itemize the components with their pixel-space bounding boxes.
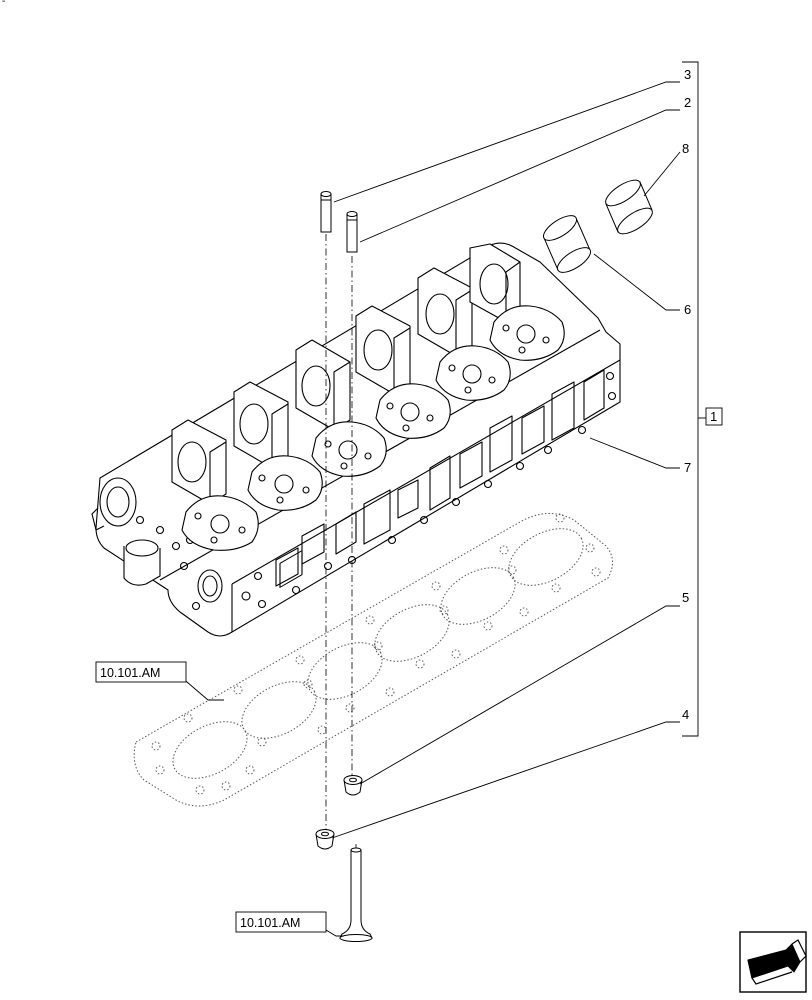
ref-label-valve: 10.101.AM [240,916,300,930]
callout-7: 7 [684,460,691,475]
valve-seat-insert-8 [605,179,653,235]
valve-guide-3 [320,191,332,233]
callout-4: 4 [682,707,689,722]
assembly-callout-box [705,407,723,426]
callout-3: 3 [684,67,691,82]
callout-8: 8 [682,141,689,156]
callout-1: 1 [710,409,717,424]
reference-labels: 10.101.AM 10.101.AM [95,661,327,933]
callout-6: 6 [684,302,691,317]
leader-lines [179,61,706,937]
ref-box-gasket [95,661,187,683]
callout-5: 5 [682,590,689,605]
valve-spring-seat-4 [315,829,335,850]
valve-guide-2 [346,211,358,253]
callout-labels: 3 2 8 6 7 5 4 1 [682,67,723,722]
valve-seal-5 [343,775,363,796]
callout-2: 2 [684,95,691,110]
ref-label-gasket: 10.101.AM [100,666,160,680]
valve [339,847,373,942]
head-gasket [133,513,613,807]
next-page-arrow-icon[interactable] [739,931,807,993]
ref-box-valve [235,911,327,933]
valve-seat-insert-6 [542,215,592,273]
corner-mark: - [2,0,6,7]
cylinder-head [91,242,621,637]
assembly-axis-lines [325,234,357,860]
